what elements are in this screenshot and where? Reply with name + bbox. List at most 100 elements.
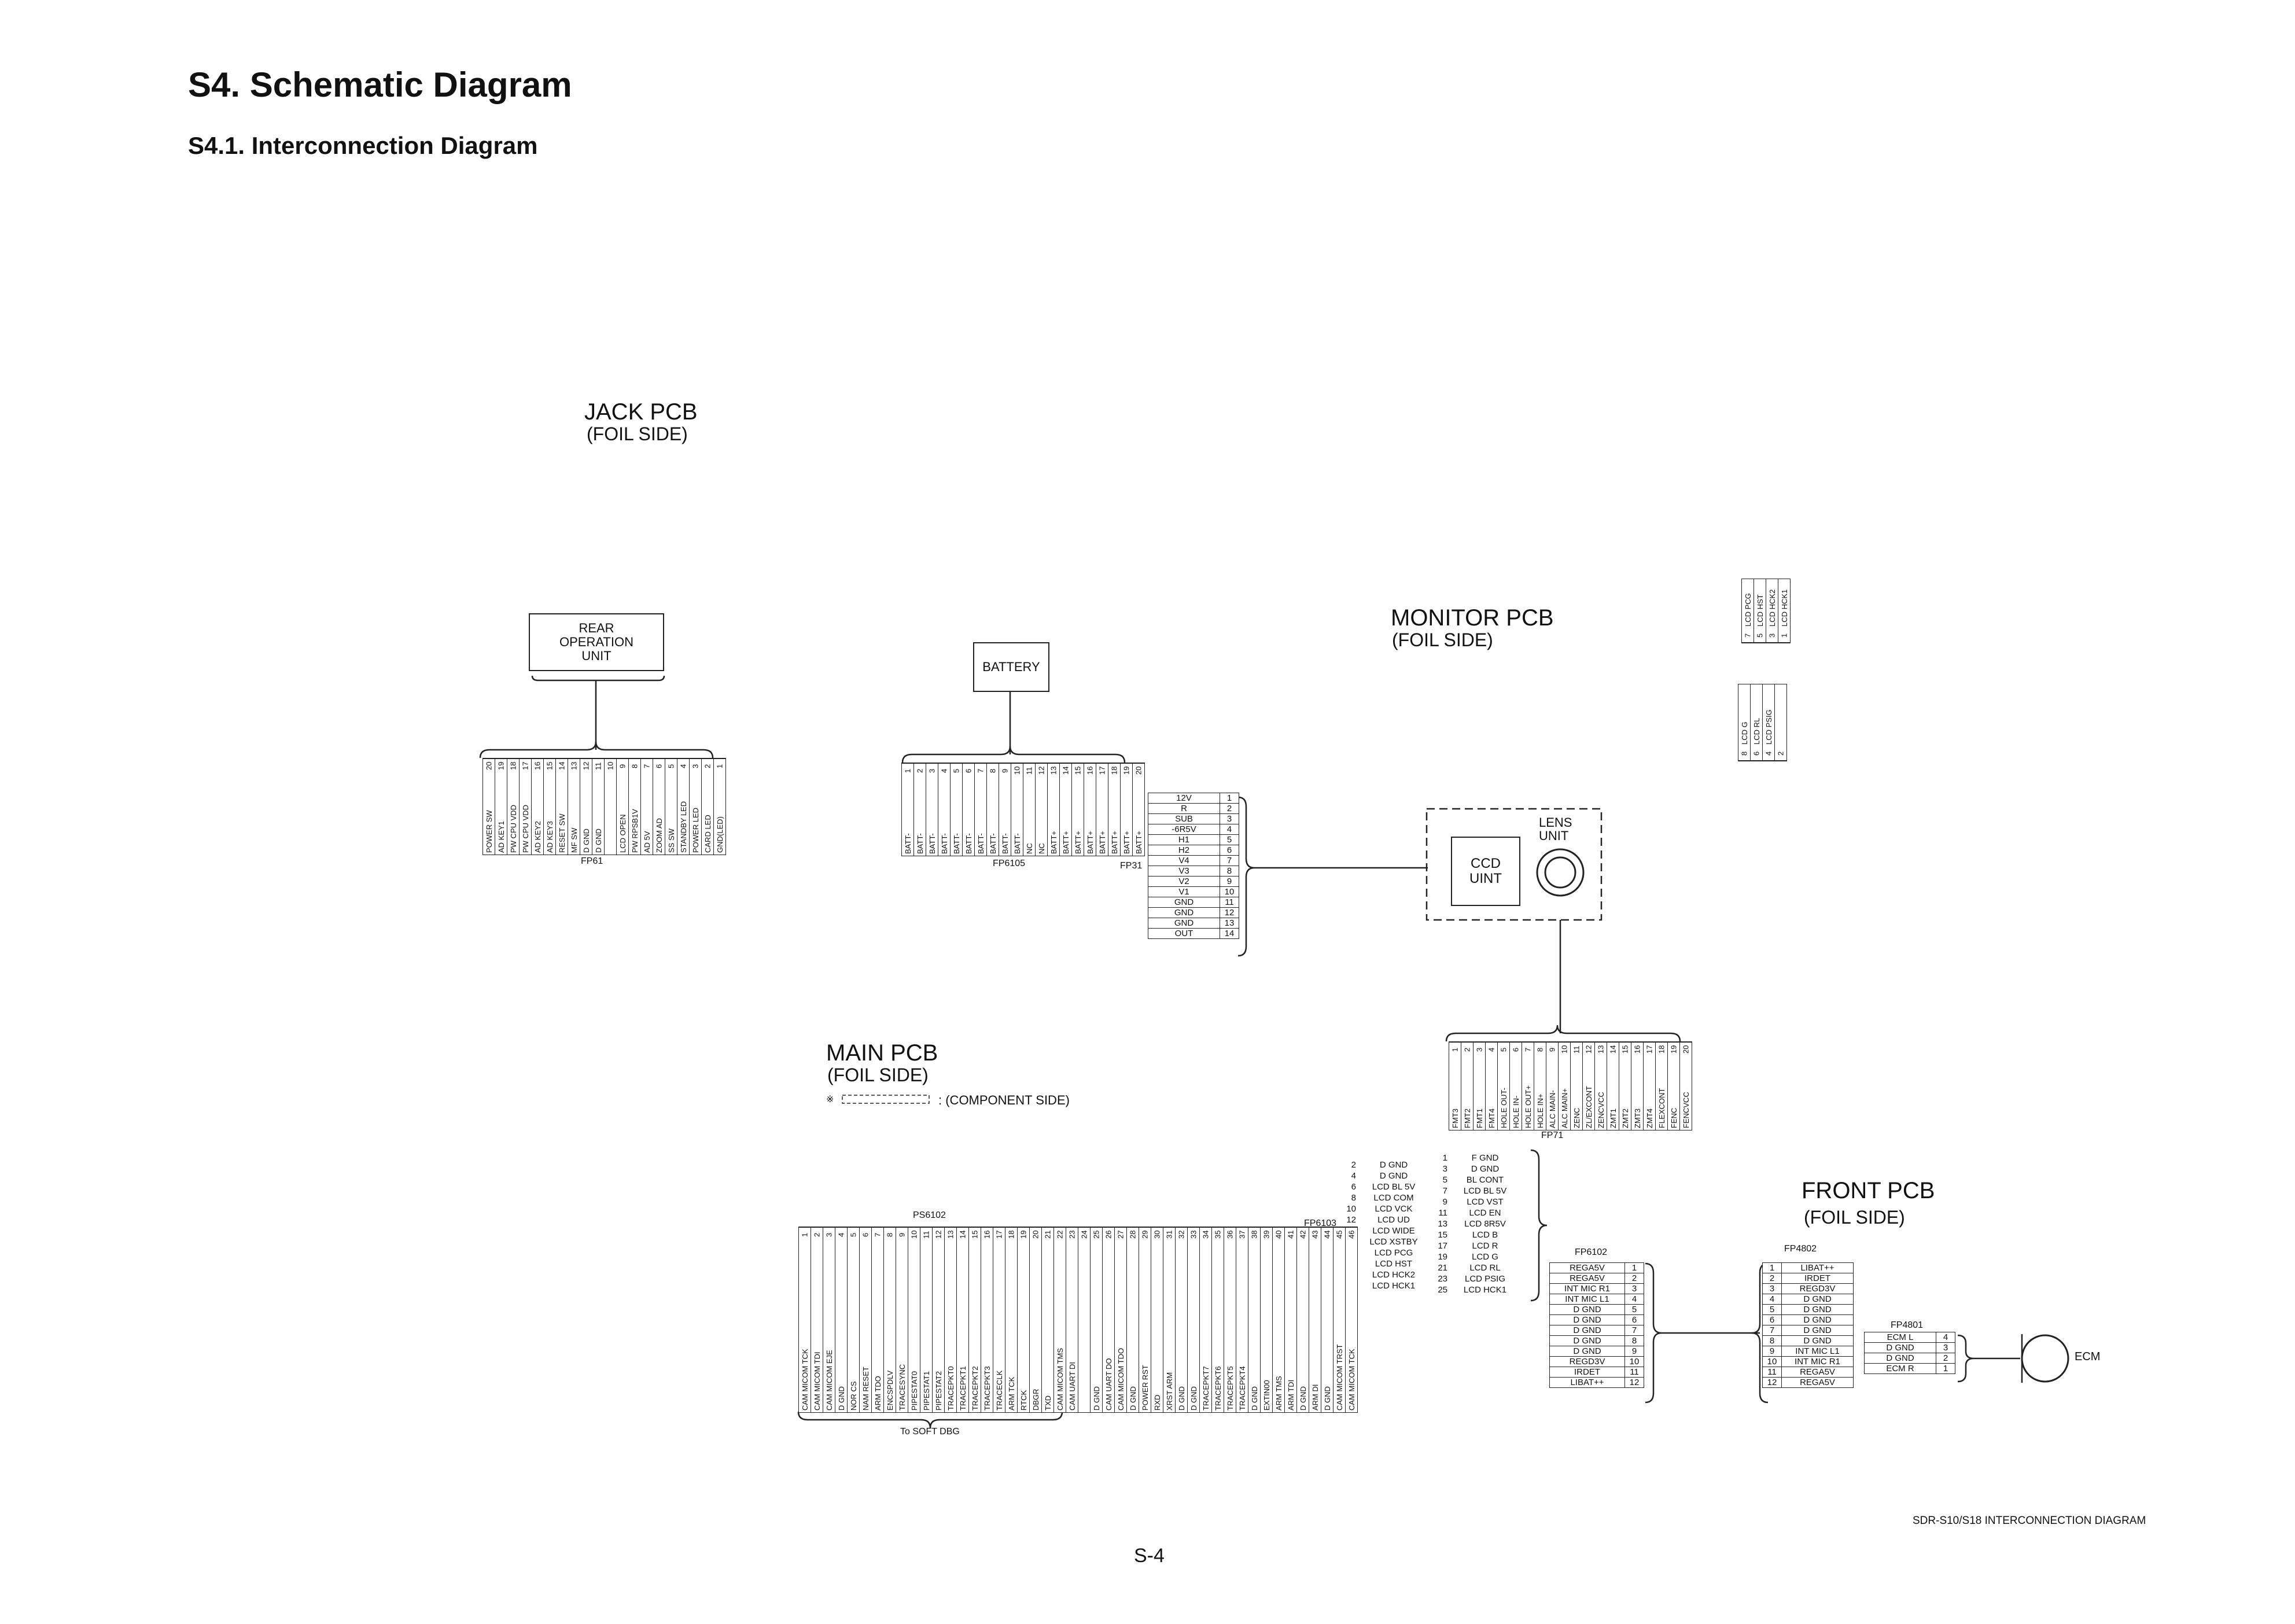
fp71-pin-label: FMT3 bbox=[1450, 1109, 1460, 1128]
fp31-pin-number: 14 bbox=[1220, 928, 1239, 939]
ps6102-pin-number: 27 bbox=[1115, 1227, 1126, 1242]
fp6102-pin-number: 8 bbox=[1624, 1335, 1644, 1346]
fp6103-pin-label: F GND bbox=[1471, 1153, 1499, 1163]
fp6103-pin-number: 1 bbox=[1442, 1153, 1447, 1163]
lcd_top-pin-number: 7 bbox=[1742, 628, 1754, 643]
ps6102-pin-label: CAM MICOM TCK bbox=[800, 1349, 809, 1411]
fp31-pin-number: 7 bbox=[1220, 855, 1239, 866]
fp71-pin-label: FMT2 bbox=[1463, 1109, 1472, 1128]
ps6102-pin-number: 31 bbox=[1163, 1227, 1175, 1242]
fp6102-pin-number: 12 bbox=[1624, 1377, 1644, 1388]
ps6102-pin-number: 14 bbox=[957, 1227, 968, 1242]
fp4801-pin-label: D GND bbox=[1864, 1342, 1936, 1353]
page-number: S-4 bbox=[1134, 1545, 1165, 1567]
fp71-pin-number: 2 bbox=[1461, 1042, 1473, 1056]
fp71-pin-number: 19 bbox=[1668, 1042, 1679, 1056]
fp6103-pin-number: 3 bbox=[1442, 1164, 1447, 1174]
fp6105-pin-label: BATT- bbox=[940, 833, 949, 854]
ps6102-pin-number: 21 bbox=[1042, 1227, 1053, 1242]
ps6102-pin-number: 29 bbox=[1139, 1227, 1151, 1242]
fp4801-pin-label: ECM L bbox=[1864, 1332, 1936, 1343]
fp6103-pin-label: LCD VCK bbox=[1375, 1204, 1413, 1214]
fp31-pin-label: V2 bbox=[1148, 876, 1220, 887]
ps6102-pin-label: CAM MICOM TCK bbox=[1347, 1349, 1356, 1411]
lcd_bottom-pin-number: 2 bbox=[1775, 746, 1786, 761]
lens-unit-label: LENS UNIT bbox=[1539, 815, 1572, 844]
fp6105-pin-label: BATT- bbox=[903, 833, 912, 854]
lens-icon bbox=[1536, 848, 1585, 897]
main-pcb-legend: : (COMPONENT SIDE) bbox=[938, 1093, 1070, 1107]
fp6103-pin-number: 7 bbox=[1442, 1186, 1447, 1196]
fp6103-pin-number: 5 bbox=[1442, 1175, 1447, 1185]
ps6102-pin-label: RXD bbox=[1152, 1394, 1162, 1411]
fp4802-pin-number: 4 bbox=[1762, 1294, 1782, 1305]
ps6102-pin-number: 22 bbox=[1054, 1227, 1066, 1242]
ps6102-pin-label: ENCSPDLV bbox=[885, 1370, 894, 1411]
fp6105-pin-label: NC bbox=[1025, 843, 1034, 854]
ps6102-pin-number: 2 bbox=[811, 1227, 823, 1242]
fp61-pin-label: STANDBY LED bbox=[679, 801, 688, 853]
fp6103-pin-label: LCD HCK2 bbox=[1372, 1270, 1416, 1280]
rear-operation-label: REAR OPERATION UNIT bbox=[559, 620, 633, 664]
ps6102-pin-number: 46 bbox=[1346, 1227, 1357, 1242]
fp6102-bracket bbox=[1645, 1262, 1662, 1404]
fp61-pin-number: 17 bbox=[520, 758, 531, 773]
ps6102-pin-label: TRACEPKT6 bbox=[1213, 1366, 1222, 1411]
fp6105-pin-label: BATT+ bbox=[1061, 831, 1070, 854]
fp31-pin-label: R bbox=[1148, 803, 1220, 814]
fp61-pin-label: ZOOM AD bbox=[654, 818, 664, 853]
fp6105-pin-label: BATT+ bbox=[1110, 831, 1119, 854]
ps6102-pin-number: 41 bbox=[1285, 1227, 1296, 1242]
fp6102-pin-label: D GND bbox=[1549, 1314, 1625, 1325]
fp71-pin-number: 12 bbox=[1583, 1042, 1594, 1056]
fp4802-pin-number: 5 bbox=[1762, 1304, 1782, 1315]
ps6102-pin-number: 40 bbox=[1273, 1227, 1284, 1242]
ps6102-pin-number: 20 bbox=[1030, 1227, 1041, 1242]
fp31-bracket bbox=[1237, 796, 1255, 957]
ps6102-pin-label: D GND bbox=[1298, 1386, 1307, 1411]
ps6102-pin-label: D GND bbox=[837, 1386, 846, 1411]
fp31-pin-label: SUB bbox=[1148, 813, 1220, 824]
fp31-pin-number: 2 bbox=[1220, 803, 1239, 814]
fp6103-pin-number: 13 bbox=[1438, 1219, 1447, 1229]
fp61-pin-number: 12 bbox=[580, 758, 592, 773]
fp6102-pin-number: 5 bbox=[1624, 1304, 1644, 1315]
